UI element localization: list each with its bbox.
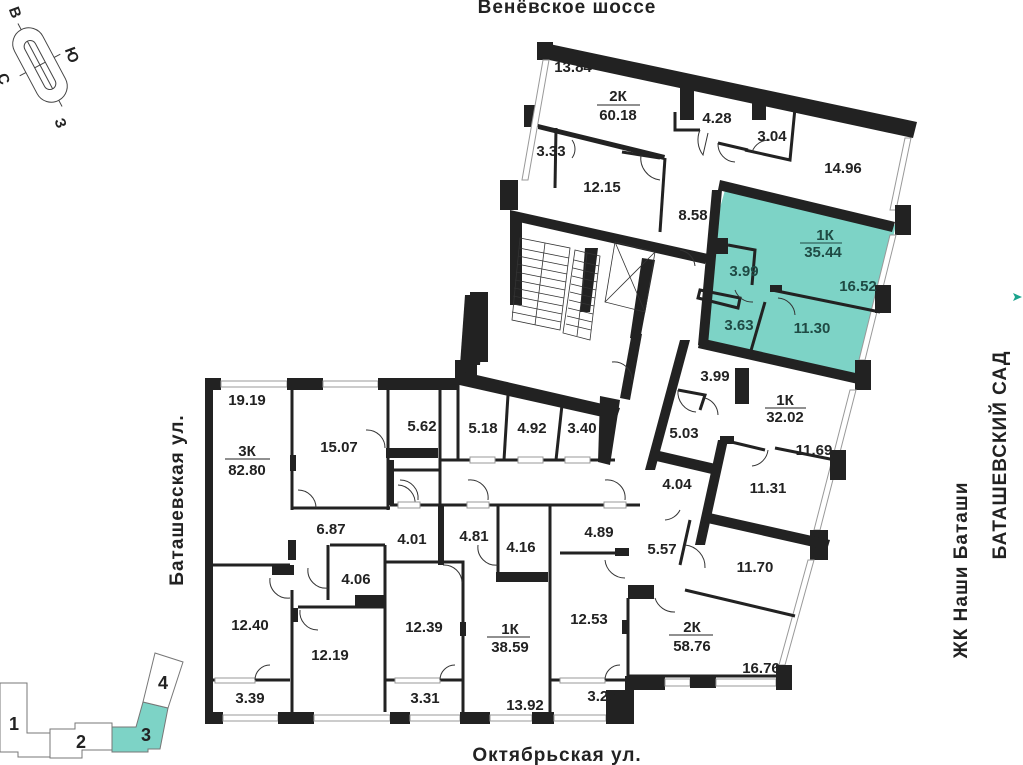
- brand-arrow-icon: [1013, 293, 1022, 301]
- compass: [12, 23, 68, 107]
- storage-area: 3.40: [567, 420, 596, 437]
- room-area: 4.89: [584, 524, 613, 541]
- room-area: 11.30: [794, 320, 831, 337]
- compass-north: С: [0, 71, 13, 87]
- street-left: Баташевская ул.: [167, 414, 188, 585]
- room-area: 4.28: [702, 110, 731, 127]
- room-area: 4.06: [341, 571, 370, 588]
- room-area: 11.69: [796, 442, 833, 459]
- bottom-block-walls: [205, 370, 640, 724]
- room-area: 4.16: [506, 539, 535, 556]
- section-2-label: 2: [76, 732, 86, 752]
- room-area: 6.87: [316, 521, 345, 538]
- room-area: 3.27: [587, 688, 616, 705]
- section-3[interactable]: [111, 701, 169, 753]
- room-area: 15.07: [320, 439, 358, 456]
- room-area: 11.70: [737, 559, 774, 576]
- room-area: 3.63: [724, 317, 753, 334]
- room-area: 14.96: [824, 160, 862, 177]
- building-key: [0, 652, 184, 759]
- room-area: 3.99: [729, 263, 758, 280]
- apt-area[interactable]: 82.80: [228, 462, 266, 479]
- room-area: 3.39: [235, 690, 264, 707]
- selected-apartment-fill[interactable]: [700, 183, 896, 378]
- room-area: 3.04: [757, 128, 787, 145]
- compass-south: Ю: [61, 45, 82, 65]
- room-area: 12.53: [570, 611, 608, 628]
- apt-area[interactable]: 32.02: [766, 409, 804, 426]
- apt-type: 1К: [816, 227, 834, 244]
- apt-area[interactable]: 60.18: [599, 107, 637, 124]
- elevator: [604, 241, 656, 313]
- room-area: 16.76: [742, 660, 780, 677]
- room-area: 12.19: [311, 647, 349, 664]
- room-labels: 13.84 2К 60.18 4.28 3.04 14.96 3.33 12.1…: [225, 59, 877, 714]
- room-area: 5.62: [407, 418, 436, 435]
- room-area: 3.33: [536, 143, 565, 160]
- section-4-label: 4: [158, 673, 168, 693]
- room-area: 4.81: [459, 528, 488, 545]
- room-area: 11.31: [750, 480, 787, 497]
- room-area: 3.31: [410, 690, 439, 707]
- apt-type: 3К: [238, 443, 256, 460]
- compass-west: З: [51, 116, 70, 131]
- apt-area[interactable]: 38.59: [491, 639, 529, 656]
- room-area: 3.99: [700, 368, 729, 385]
- storage-area: 5.18: [468, 420, 497, 437]
- section-1[interactable]: [0, 682, 51, 758]
- room-area: 13.84: [554, 59, 592, 76]
- compass-east: В: [5, 5, 25, 21]
- apt-type: 1К: [501, 621, 519, 638]
- apt-type: 2К: [609, 88, 627, 105]
- room-area: 4.04: [662, 476, 692, 493]
- street-top: Венёвское шоссе: [478, 0, 657, 18]
- brand-name: БАТАШЕВСКИЙ САД: [989, 351, 1011, 560]
- apt-type: 2К: [683, 619, 701, 636]
- staircase: [511, 237, 601, 341]
- section-4[interactable]: [142, 652, 184, 709]
- section-1-label: 1: [9, 714, 19, 734]
- room-area: 12.15: [583, 179, 621, 196]
- room-area: 8.58: [678, 207, 707, 224]
- room-area: 12.40: [231, 617, 269, 634]
- street-bottom: Октябрьская ул.: [472, 745, 641, 765]
- apt-type: 1К: [776, 392, 794, 409]
- project-name: ЖК Наши Баташи: [951, 482, 972, 660]
- room-area: 4.01: [397, 531, 426, 548]
- room-area: 5.03: [669, 425, 698, 442]
- room-area: 5.57: [647, 541, 676, 558]
- storage-area: 4.92: [517, 420, 546, 437]
- apt-area[interactable]: 35.44: [804, 244, 842, 261]
- room-area: 19.19: [228, 392, 266, 409]
- room-area: 13.92: [506, 697, 544, 714]
- room-area: 12.39: [405, 619, 443, 636]
- room-area: 16.52: [839, 278, 877, 295]
- top-wing-walls: [455, 42, 917, 690]
- section-3-label: 3: [141, 725, 151, 745]
- apt-area[interactable]: 58.76: [673, 638, 711, 655]
